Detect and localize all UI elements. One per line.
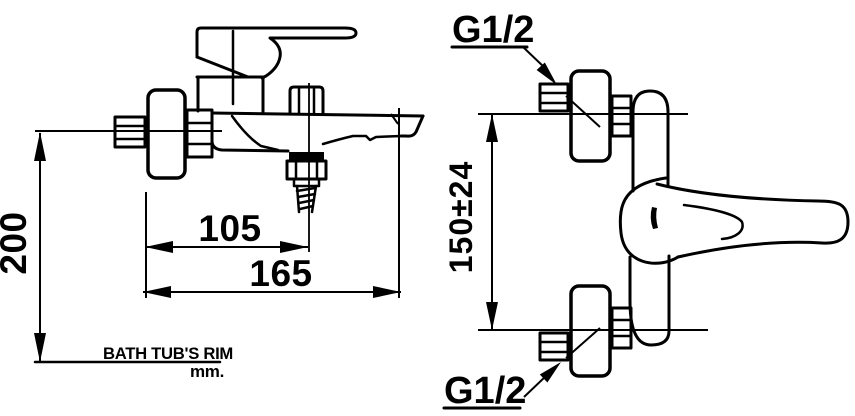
arrowhead-up xyxy=(486,114,498,142)
dimension-200-label: 200 xyxy=(0,211,34,274)
side-view: 200 105 165 BATH TUB'S RIM mm. xyxy=(0,26,425,381)
handle-lever xyxy=(655,182,850,259)
body-column-top xyxy=(631,89,670,193)
hose-nut xyxy=(285,159,328,181)
spout-tip xyxy=(399,114,425,138)
handle-front-face xyxy=(195,55,250,79)
diverter-knob-facets xyxy=(297,86,316,115)
units-note: mm. xyxy=(190,362,224,381)
thread-callout-top: G1/2 xyxy=(450,9,557,85)
spout-underside-right xyxy=(321,134,403,146)
bathtub-rim-note: BATH TUB'S RIM xyxy=(103,344,233,363)
arrowhead-down xyxy=(34,333,46,362)
handle-lever-tip-line xyxy=(682,203,744,241)
arrowhead-down xyxy=(486,302,498,330)
escutcheon-flange xyxy=(146,88,187,180)
dimension-165: 165 xyxy=(143,108,401,298)
dimension-150-label: 150±24 xyxy=(443,161,479,274)
body-column-bottom xyxy=(628,254,671,347)
dimension-105: 105 xyxy=(145,192,308,298)
arrowhead-right xyxy=(280,241,308,253)
handle-base xyxy=(618,176,680,265)
dimension-165-label: 165 xyxy=(249,253,312,294)
lock-nut xyxy=(610,94,633,138)
thread-label-top: G1/2 xyxy=(452,9,534,51)
spout-fillet-line xyxy=(230,114,280,152)
diverter-knob xyxy=(288,85,325,115)
lock-nut xyxy=(185,108,214,159)
wall-hex-nut-facets xyxy=(113,124,147,141)
handle-indicator-mark xyxy=(650,207,658,229)
aerator-tick xyxy=(390,113,399,125)
wall-hex-nut xyxy=(538,82,570,113)
hose-threads xyxy=(295,184,318,214)
thread-callout-bottom: G1/2 xyxy=(442,362,561,412)
spout-body-underside xyxy=(210,111,290,153)
top-union xyxy=(538,69,633,163)
spout-top-edge xyxy=(210,111,425,118)
handle-lever xyxy=(195,26,358,80)
front-view: 150±24 G1/2 xyxy=(442,9,850,412)
hose-nut-facets xyxy=(294,159,319,181)
arrowhead-right xyxy=(373,286,401,298)
dimension-200: 200 xyxy=(0,132,222,364)
lock-nut-facets xyxy=(185,121,214,146)
bottom-union xyxy=(538,284,633,378)
leader-through-line xyxy=(565,327,601,359)
leader-arrowhead xyxy=(539,362,561,383)
arrowhead-up xyxy=(34,132,46,161)
hose-band xyxy=(289,152,324,161)
leader-arrowhead xyxy=(536,62,557,85)
dimension-150: 150±24 xyxy=(443,114,498,330)
arrowhead-left xyxy=(145,241,173,253)
escutcheon-flange xyxy=(569,284,612,378)
lock-nut xyxy=(610,306,633,350)
lock-nut-facets xyxy=(610,318,633,338)
wall-hex-nut-facets xyxy=(538,91,570,105)
wall-hex-nut xyxy=(538,331,570,362)
leader-through-line xyxy=(565,95,601,128)
valve-body xyxy=(195,75,266,115)
thread-label-bottom: G1/2 xyxy=(444,370,526,412)
escutcheon-flange xyxy=(569,69,612,163)
wall-hex-nut-facets xyxy=(538,340,570,354)
lock-nut-facets xyxy=(610,106,633,126)
leader-line xyxy=(523,375,547,398)
leader-line xyxy=(522,46,546,69)
arrowhead-left xyxy=(143,286,171,298)
dimension-105-label: 105 xyxy=(198,208,261,249)
wall-hex-nut xyxy=(113,115,147,149)
